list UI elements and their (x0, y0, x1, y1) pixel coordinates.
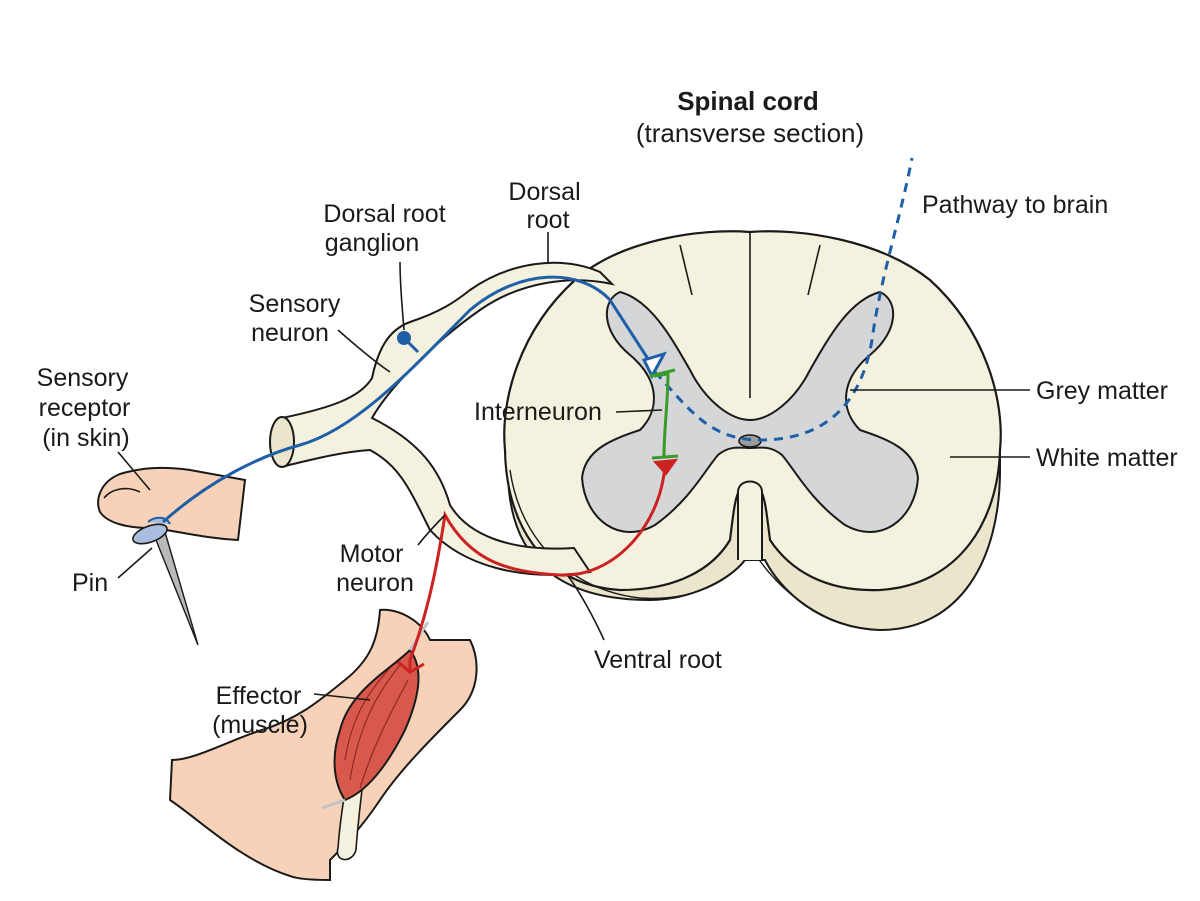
label-dorsal-root-ganglion: Dorsal root ganglion (323, 200, 452, 257)
dorsal-groove-right (807, 244, 821, 296)
ventral-fissure (737, 480, 763, 560)
interneuron-terminal-top (649, 368, 676, 378)
interneuron (653, 372, 670, 457)
label-dorsal-root: Dorsal root (508, 178, 587, 234)
label-effector: Effector (muscle) (212, 682, 308, 739)
neuromuscular-junction (397, 660, 425, 674)
label-pathway-to-brain: Pathway to brain (922, 191, 1108, 219)
leader-ventral-root (567, 575, 605, 641)
label-ventral-root: Ventral root (594, 646, 722, 674)
leader-motor-neuron (417, 514, 446, 546)
ganglion-stalk (402, 336, 420, 354)
motor-neuron (408, 464, 667, 661)
label-sensory-receptor: Sensory receptor (in skin) (37, 364, 138, 452)
dorsal-groove-left (679, 244, 693, 296)
pin (150, 529, 199, 646)
label-motor-neuron: Motor neuron (336, 540, 414, 597)
label-white-matter: White matter (1036, 444, 1178, 472)
leader-ganglion (399, 261, 405, 331)
label-interneuron: Interneuron (474, 398, 602, 426)
motor-neuron-cell-body (652, 458, 679, 476)
fingernail (103, 487, 141, 499)
leader-receptor (117, 451, 151, 491)
leader-interneuron (615, 409, 663, 413)
subtitle: (transverse section) (636, 118, 864, 148)
label-pin: Pin (72, 569, 108, 597)
interneuron-terminal-bottom (651, 454, 679, 460)
leader-effector (313, 693, 371, 701)
title: Spinal cord (677, 86, 819, 116)
sensory-synapse (641, 351, 668, 380)
label-grey-matter: Grey matter (1036, 377, 1168, 405)
muscle-fibres (344, 664, 409, 789)
label-sensory-neuron: Sensory neuron (249, 290, 348, 347)
pin-head (132, 523, 168, 545)
sensory-neuron (162, 275, 652, 524)
leader-pin (117, 547, 153, 579)
pathway-to-brain (653, 157, 914, 442)
arm (168, 608, 478, 882)
nerve-cut-end (269, 416, 295, 468)
leader-sensory-neuron (337, 329, 391, 373)
